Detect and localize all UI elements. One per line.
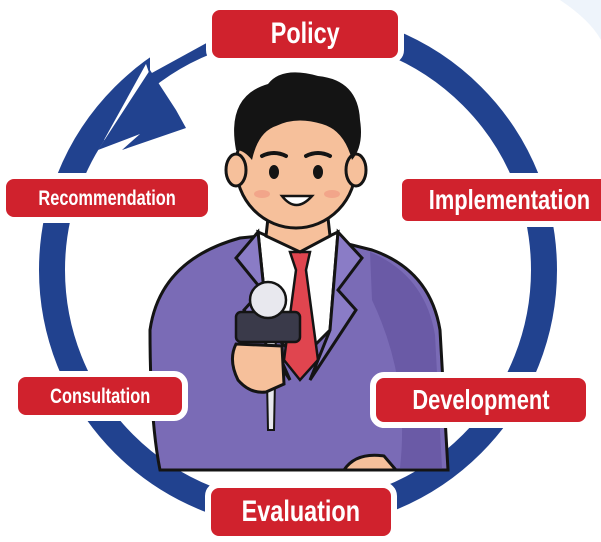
right-ear xyxy=(344,152,368,188)
ring-gap xyxy=(150,14,214,74)
background-swoosh xyxy=(560,0,601,40)
stage-label-evaluation-text: Evaluation xyxy=(241,495,361,528)
right-lapel xyxy=(308,228,364,381)
cycle-arrow-icon xyxy=(98,64,186,150)
left-eye xyxy=(269,165,279,179)
left-cheek xyxy=(254,190,270,198)
stage-label-policy-text: Policy xyxy=(270,17,340,50)
stage-label-development-text: Development xyxy=(412,384,550,415)
stage-label-recommendation: Recommendation xyxy=(0,173,214,223)
left-hand xyxy=(341,453,400,472)
right-eye xyxy=(313,165,323,179)
stage-label-policy: Policy xyxy=(206,4,404,64)
left-brow xyxy=(260,151,288,158)
right-cheek xyxy=(324,190,340,198)
left-ear xyxy=(224,152,248,188)
stage-label-evaluation: Evaluation xyxy=(205,482,397,542)
right-hand xyxy=(231,342,286,394)
stage-label-recommendation-text: Recommendation xyxy=(38,186,176,210)
stage-label-implementation: Implementation xyxy=(396,173,601,227)
stage-label-development: Development xyxy=(370,372,592,428)
right-brow xyxy=(304,151,332,158)
stage-label-consultation-text: Consultation xyxy=(49,384,151,408)
mouth xyxy=(279,194,315,207)
hair xyxy=(234,72,361,160)
stage-label-consultation: Consultation xyxy=(12,371,188,421)
stage-label-implementation-text: Implementation xyxy=(428,184,590,215)
